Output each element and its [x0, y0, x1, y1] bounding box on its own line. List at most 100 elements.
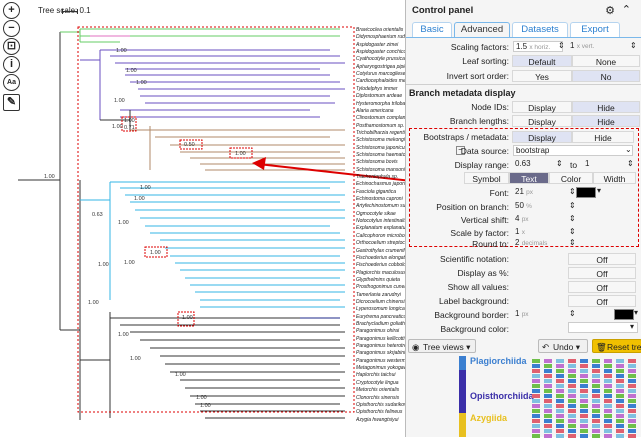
invert-no-button[interactable]: No — [572, 70, 640, 82]
tab-export[interactable]: Export — [570, 22, 620, 37]
leaf-sorting-default-button[interactable]: Default — [512, 55, 572, 67]
leaf-label[interactable]: Fischoederius cobboldi — [356, 262, 406, 269]
data-source-select[interactable]: bootstrap — [513, 145, 633, 156]
fit-view-icon[interactable]: ⊡ — [3, 38, 20, 55]
leaf-label[interactable]: Paragonimus westermani — [356, 357, 406, 364]
node-ids-display-button[interactable]: Display — [512, 101, 572, 113]
gear-icon[interactable]: ⚙ — [605, 5, 615, 17]
leaf-label[interactable]: Glypthelmins quieta — [356, 276, 400, 283]
leaf-label[interactable]: Brachycladium goliath — [356, 321, 405, 327]
leaf-label[interactable]: Alaria americana — [356, 107, 394, 114]
label-bg-toggle[interactable]: Off — [568, 295, 636, 307]
leaf-label[interactable]: Bravicoclea orientalis — [356, 27, 404, 33]
sci-notation-toggle[interactable]: Off — [568, 253, 636, 265]
scaling-h-input[interactable]: 1.5 x horiz. — [513, 41, 563, 52]
stepper-icon[interactable]: ⇕ — [630, 41, 637, 50]
stepper-icon[interactable]: ⇕ — [569, 309, 576, 318]
chevron-down-icon[interactable]: ▾ — [634, 308, 639, 317]
leaf-label[interactable]: Artyfechinostomum sufrartyfex — [356, 203, 406, 210]
branch-lengths-display-button[interactable]: Display — [512, 115, 572, 127]
range-to-input[interactable]: 1 — [585, 159, 590, 168]
branch-lengths-hide-button[interactable]: Hide — [572, 115, 640, 127]
leaf-label[interactable]: Metorchis orientalis — [356, 387, 400, 394]
leaf-label[interactable]: Apharyngostrigea pipientis — [356, 63, 406, 70]
leaf-label[interactable]: Azygia hwangtsiyui — [356, 416, 399, 423]
leaf-label[interactable]: Aspidogaster conchicola — [356, 49, 406, 56]
leaf-label[interactable]: Paragonimus heterotremus — [356, 343, 406, 350]
invert-yes-button[interactable]: Yes — [512, 70, 572, 82]
leaf-label[interactable]: Schistosoma bovis — [356, 159, 398, 166]
leaf-label[interactable]: Trachentophyla sp. — [356, 174, 399, 180]
leaf-label[interactable]: Opisthorchis sudarikovi — [356, 401, 406, 408]
leaf-label[interactable]: Cryptocotyle lingua — [356, 379, 399, 386]
leaf-label[interactable]: Fischoederius elongatus — [356, 254, 406, 261]
leaf-label[interactable]: Paragonimus kellicotti — [356, 335, 405, 342]
show-all-toggle[interactable]: Off — [568, 281, 636, 293]
stepper-icon[interactable]: ⇕ — [556, 159, 563, 168]
bg-border-input[interactable]: 1 px — [515, 309, 529, 318]
tab-datasets[interactable]: Datasets — [512, 22, 568, 37]
subtab-text[interactable]: Text — [509, 172, 549, 184]
leaf-label[interactable]: Lyperosomum longicauda — [356, 306, 406, 313]
leaf-label[interactable]: Posthamostomum sp. — [356, 122, 405, 129]
leaf-label[interactable]: Echinochasmus japonicus — [356, 181, 406, 188]
zoom-in-icon[interactable]: + — [3, 2, 20, 19]
stepper-icon[interactable]: ⇕ — [569, 227, 576, 236]
scaling-v-input[interactable]: 1 x vert. — [570, 41, 595, 50]
leaf-label[interactable]: Notocotylus intestinalis — [356, 218, 406, 225]
leaf-label[interactable]: Schistosoma japonicum — [356, 144, 406, 151]
stepper-icon[interactable]: ⇕ — [569, 238, 576, 247]
font-color-swatch[interactable] — [576, 187, 596, 198]
stepper-icon[interactable]: ⇕ — [569, 187, 576, 196]
scale-factor-input[interactable]: 1 x — [515, 227, 525, 236]
tree-canvas[interactable] — [0, 0, 405, 437]
leaf-label[interactable]: Cardiocephaloides medioconiger — [356, 78, 406, 85]
tab-advanced[interactable]: Advanced — [454, 22, 510, 37]
leaf-label[interactable]: Cotylurus marcogliesei — [356, 71, 406, 78]
leaf-label[interactable]: Didymosphaerium rudolphii — [356, 34, 406, 41]
font-size-input[interactable]: 21 px — [515, 187, 534, 196]
bootstraps-display-button[interactable]: Display — [512, 131, 572, 143]
leaf-label[interactable]: Haplorchis taichui — [356, 372, 396, 379]
reset-tree-button[interactable]: 🗑 Reset tree — [592, 339, 641, 353]
leaf-label[interactable]: Orthocoelium streptocoelium — [356, 240, 406, 247]
vertical-shift-input[interactable]: 4 px — [515, 214, 529, 223]
stepper-icon[interactable]: ⇕ — [569, 201, 576, 210]
leaf-sorting-none-button[interactable]: None — [572, 55, 640, 67]
leaf-label[interactable]: Cyathocotyle prussica — [356, 56, 405, 63]
tab-basic[interactable]: Basic — [412, 22, 452, 37]
bootstraps-hide-button[interactable]: Hide — [572, 131, 634, 143]
position-input[interactable]: 50 % — [515, 201, 532, 210]
leaf-label[interactable]: Clinostomum complanatum — [356, 115, 406, 122]
leaf-label[interactable]: Trichobilharzia regenti — [356, 129, 405, 136]
subtab-width[interactable]: Width — [593, 172, 636, 184]
undo-button[interactable]: ↶ Undo ▾ — [538, 339, 588, 353]
leaf-label[interactable]: Calicophoron microbothrium — [356, 232, 406, 239]
subtab-color[interactable]: Color — [549, 172, 593, 184]
bg-color-select[interactable] — [568, 322, 638, 333]
leaf-label[interactable]: Dicrocoelium chinensis — [356, 298, 406, 305]
leaf-label[interactable]: Tamerlania zarudnyi — [356, 291, 401, 298]
chevron-down-icon[interactable]: ▾ — [597, 186, 602, 195]
leaf-label[interactable]: Clonorchis sinensis — [356, 394, 400, 401]
leaf-label[interactable]: Eurytrema pancreaticum — [356, 313, 406, 320]
zoom-out-icon[interactable]: − — [3, 20, 20, 37]
range-from-input[interactable]: 0.63 — [515, 159, 531, 168]
leaf-label[interactable]: Metagonimus yokogawai — [356, 365, 406, 372]
stepper-icon[interactable]: ⇕ — [558, 41, 565, 50]
leaf-label[interactable]: Echinostoma caproni — [356, 196, 403, 203]
chevron-down-icon[interactable]: ▾ — [630, 322, 635, 331]
display-pct-toggle[interactable]: Off — [568, 267, 636, 279]
leaf-label[interactable]: Opisthorchis felineus — [356, 409, 403, 416]
leaf-label[interactable]: Gastrothylax crumenifer — [356, 247, 406, 254]
leaf-label[interactable]: Aspidogaster zimei — [356, 41, 399, 48]
leaf-label[interactable]: Hysteromorpha triloba — [356, 100, 406, 107]
leaf-label[interactable]: Prosthogonimus cuneatus — [356, 284, 406, 291]
node-ids-hide-button[interactable]: Hide — [572, 101, 640, 113]
tree-views-button[interactable]: ◉ Tree views ▾ — [408, 339, 476, 353]
collapse-chevron-icon[interactable]: ⌃ — [621, 4, 631, 16]
leaf-label[interactable]: Ogmocotyle sikae — [356, 210, 396, 217]
leaf-label[interactable]: Schistosoma mansoni — [356, 166, 405, 173]
info-icon[interactable]: i — [3, 56, 20, 73]
subtab-symbol[interactable]: Symbol — [464, 172, 509, 184]
